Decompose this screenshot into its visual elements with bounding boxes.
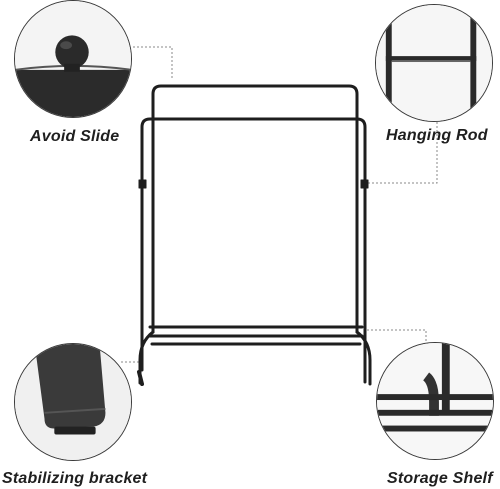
label-stabilizing-bracket: Stabilizing bracket: [2, 470, 148, 487]
shelf-bars-icon: [377, 343, 493, 459]
leader-stabilizing-bracket: [121, 358, 142, 363]
rack-back-top-frame: [151, 84, 359, 132]
rack-front-frame: [140, 117, 367, 384]
callout-avoid-slide: [14, 0, 132, 118]
callout-stabilizing-bracket: [14, 343, 132, 461]
leader-avoid-slide: [133, 46, 173, 78]
rack-leg-left-bracket: [138, 330, 155, 385]
ball-end-cap-icon: [15, 1, 131, 117]
label-storage-shelf: Storage Shelf: [387, 470, 493, 487]
label-hanging-rod: Hanging Rod: [386, 127, 488, 144]
callout-hanging-rod: [375, 4, 493, 122]
foot-bracket-icon: [15, 344, 131, 460]
label-avoid-slide: Avoid Slide: [30, 128, 120, 145]
rack-foot-left: [137, 370, 144, 386]
callout-storage-shelf: [376, 342, 494, 460]
rod-joint-icon: [376, 5, 492, 121]
rack-sleeve-left: [138, 179, 147, 189]
rack-sleeve-right: [360, 179, 369, 189]
rack-leg-right-bracket: [355, 330, 372, 386]
leader-storage-shelf: [367, 329, 427, 342]
